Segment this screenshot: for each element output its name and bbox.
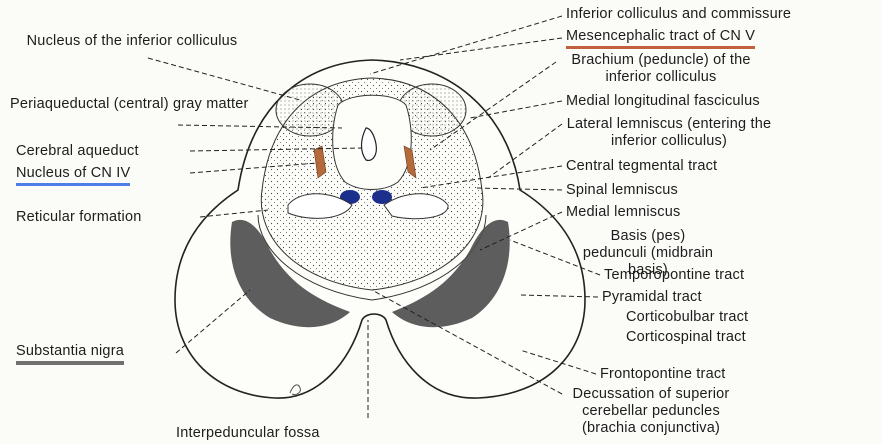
label-pyramidal-tract: Pyramidal tract — [602, 289, 702, 306]
label-nucleus-inferior-colliculus: Nucleus of the inferior colliculus — [14, 33, 250, 50]
label-reticular-formation: Reticular formation — [16, 209, 142, 226]
label-brachium-inferior-colliculus: Brachium (peduncle) of the inferior coll… — [566, 52, 756, 86]
label-mesencephalic-tract: Mesencephalic tract of CN V — [566, 28, 755, 49]
label-corticobulbar-tract: Corticobulbar tract — [626, 309, 748, 326]
label-temporopontine-tract: Temporopontine tract — [604, 267, 744, 284]
label-nucleus-cn-iv: Nucleus of CN IV — [16, 165, 130, 186]
label-medial-longitudinal-fasciculus: Medial longitudinal fasciculus — [566, 93, 760, 110]
label-inferior-colliculus-commissure: Inferior colliculus and commissure — [566, 6, 791, 23]
label-lateral-lemniscus: Lateral lemniscus (entering the inferior… — [566, 116, 772, 150]
label-decussation-superior-cerebellar: Decussation of superior cerebellar pedun… — [566, 386, 736, 437]
label-periaqueductal-gray: Periaqueductal (central) gray matter — [10, 96, 242, 113]
label-central-tegmental-tract: Central tegmental tract — [566, 158, 717, 175]
label-spinal-lemniscus: Spinal lemniscus — [566, 182, 678, 199]
label-frontopontine-tract: Frontopontine tract — [600, 366, 726, 383]
label-medial-lemniscus: Medial lemniscus — [566, 204, 680, 221]
label-interpeduncular-fossa: Interpeduncular fossa — [176, 425, 320, 442]
label-substantia-nigra: Substantia nigra — [16, 343, 124, 365]
label-cerebral-aqueduct: Cerebral aqueduct — [16, 143, 139, 160]
label-corticospinal-tract: Corticospinal tract — [626, 329, 746, 346]
